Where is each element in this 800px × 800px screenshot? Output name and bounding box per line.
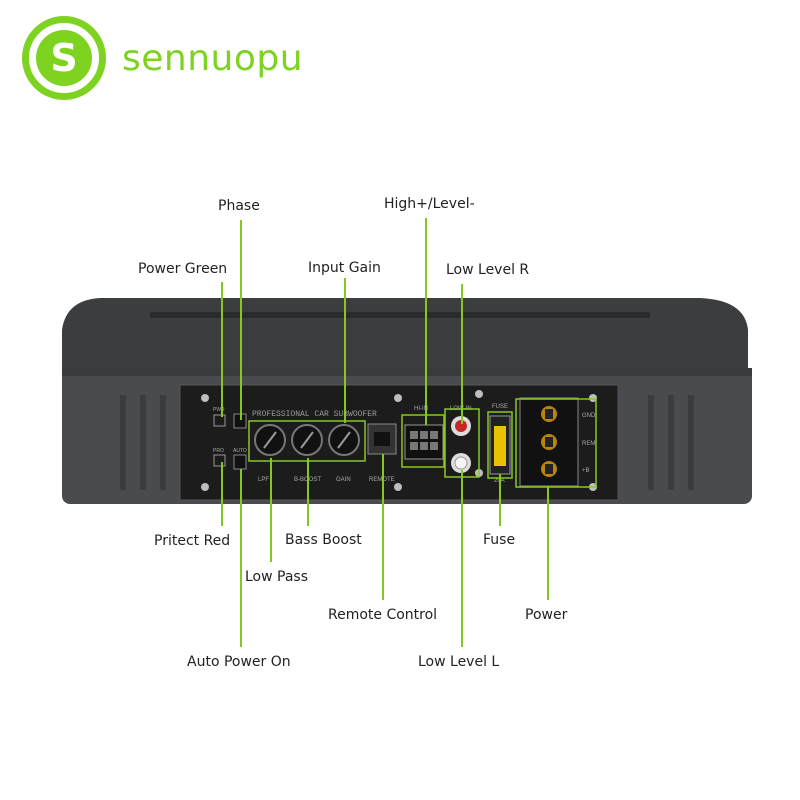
fuse xyxy=(494,426,506,466)
callout-line-power xyxy=(547,486,549,600)
knob-label-gain: GAIN xyxy=(336,477,351,483)
power-label-gnd: GND xyxy=(582,413,596,419)
label-low-level-l: Low Level L xyxy=(418,654,500,670)
label-bass-boost: Bass Boost xyxy=(285,532,362,548)
auto-label: AUTO xyxy=(233,448,247,454)
callout-line-low-pass xyxy=(270,458,272,562)
unit-top-grille xyxy=(150,312,650,318)
callout-line-input-gain xyxy=(344,278,346,423)
label-auto-power-on: Auto Power On xyxy=(187,654,291,670)
logo-badge xyxy=(36,30,92,86)
callout-line-auto-power-on xyxy=(240,469,242,647)
pwr-label: PWR xyxy=(213,407,225,413)
label-power-green: Power Green xyxy=(138,261,228,277)
unit-body-seam xyxy=(62,368,752,376)
label-pritect-red: Pritect Red xyxy=(154,533,231,549)
remote-label: REMOTE xyxy=(369,477,395,483)
label-high-level: High+/Level- xyxy=(384,196,475,212)
callout-line-remote-control xyxy=(382,454,384,600)
rca-right xyxy=(455,420,467,432)
callout-line-fuse xyxy=(499,474,501,526)
power-label-rem: REM xyxy=(582,441,595,447)
callout-line-power-green xyxy=(221,282,223,417)
rca-left xyxy=(454,456,468,470)
label-input-gain: Input Gain xyxy=(308,260,381,276)
fuse-label: FUSE xyxy=(492,404,508,410)
label-low-level-r: Low Level R xyxy=(446,262,530,278)
logo-ring xyxy=(22,16,106,100)
unit-side-ribs xyxy=(120,395,694,490)
hi-in-pins xyxy=(410,431,438,450)
hi-in-label: HI-IN xyxy=(414,406,428,412)
logo-monogram: S xyxy=(50,36,78,80)
auto-switch xyxy=(233,454,247,470)
power-terminal-slots xyxy=(545,409,553,474)
label-phase: Phase xyxy=(218,198,260,214)
callout-line-low-level-l xyxy=(461,470,463,647)
unit-top-lid xyxy=(62,298,748,372)
label-remote-control: Remote Control xyxy=(328,607,438,623)
remote-jack-socket xyxy=(374,432,390,446)
pro-label: PRO xyxy=(213,448,224,454)
power-label-b: +B xyxy=(582,468,590,474)
knobs xyxy=(254,424,360,456)
callout-line-pritect-red xyxy=(221,462,223,526)
label-power: Power xyxy=(525,607,568,623)
label-fuse: Fuse xyxy=(483,532,516,548)
callout-line-high-level xyxy=(425,218,427,425)
brand-name: sennuopu xyxy=(122,38,304,79)
label-low-pass: Low Pass xyxy=(245,569,308,585)
callout-line-phase xyxy=(240,220,242,420)
panel-title: PROFESSIONAL CAR SUBWOOFER xyxy=(252,410,377,419)
callout-line-bass-boost xyxy=(307,458,309,526)
callout-line-low-level-r xyxy=(461,284,463,424)
knob-label-lpf: LPF xyxy=(258,477,269,483)
power-led xyxy=(213,414,226,427)
protect-led xyxy=(213,454,226,467)
